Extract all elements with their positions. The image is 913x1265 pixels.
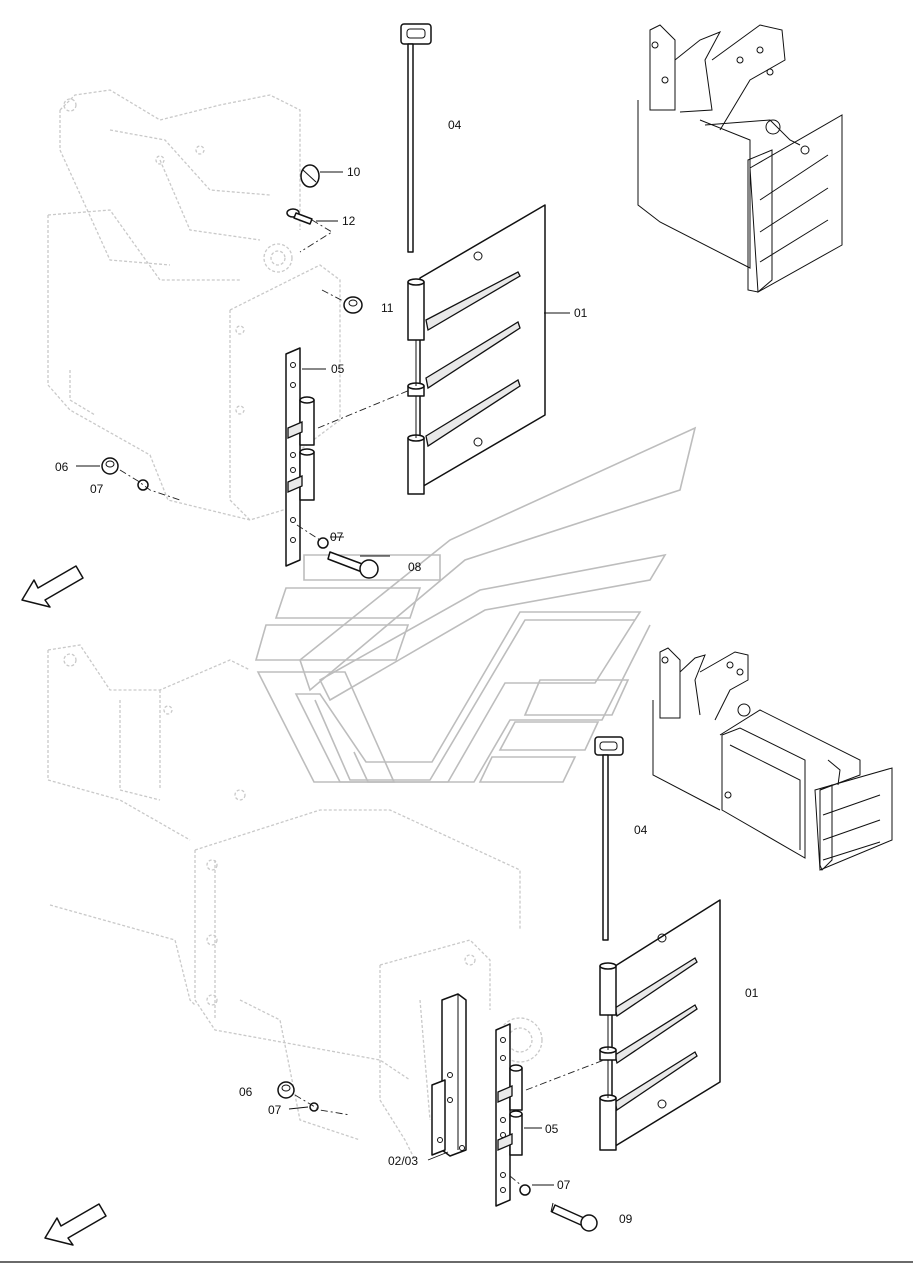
bracket-0203 xyxy=(427,993,467,1161)
callout-05-top: 05 xyxy=(331,362,345,376)
pin-12 xyxy=(286,208,338,253)
direction-arrow-icon xyxy=(21,565,84,608)
watermark-logo xyxy=(254,426,697,783)
nut-06-top xyxy=(76,457,181,501)
callout-10: 10 xyxy=(347,165,361,179)
callout-11: 11 xyxy=(381,301,394,315)
cap-top-frame xyxy=(321,289,363,314)
callout-05-bottom: 05 xyxy=(545,1122,559,1136)
callout-04-top: 04 xyxy=(448,118,462,132)
callout-07-top-bolt: 07 xyxy=(330,530,344,544)
callout-04-bottom: 04 xyxy=(634,823,648,837)
clip-10 xyxy=(300,164,343,188)
leader-lines xyxy=(360,312,570,557)
hinge-05-bottom xyxy=(495,1023,605,1207)
plate-01-top xyxy=(407,204,546,495)
rod-04-top xyxy=(400,23,432,253)
rod-04-bottom xyxy=(594,736,624,941)
inset-bottom xyxy=(652,647,893,871)
nut-06-bottom xyxy=(277,1081,351,1116)
callout-07-bottom-left: 07 xyxy=(268,1103,282,1117)
callout-0203: 02/03 xyxy=(388,1154,418,1168)
callout-12: 12 xyxy=(342,214,356,228)
callout-07-top-left: 07 xyxy=(90,482,104,496)
callout-01-bottom: 01 xyxy=(745,986,759,1000)
callout-09: 09 xyxy=(619,1212,633,1226)
hinge-05-top xyxy=(285,347,411,567)
bolt-08-top xyxy=(296,524,379,579)
direction-arrow-icon xyxy=(44,1203,107,1246)
frame-outline-top xyxy=(47,89,341,521)
callout-01-top: 01 xyxy=(574,306,588,320)
callout-07-bottom-bolt: 07 xyxy=(557,1178,571,1192)
bolt-09-bottom xyxy=(509,1175,598,1232)
inset-top xyxy=(637,24,843,293)
frame-outline-bottom xyxy=(47,644,543,1161)
plate-01-bottom xyxy=(599,899,721,1151)
callout-06-bottom: 06 xyxy=(239,1085,253,1099)
callout-08: 08 xyxy=(408,560,422,574)
callout-labels: 04 10 12 11 01 05 06 07 07 08 04 01 06 0… xyxy=(55,118,759,1226)
callout-06-top: 06 xyxy=(55,460,69,474)
